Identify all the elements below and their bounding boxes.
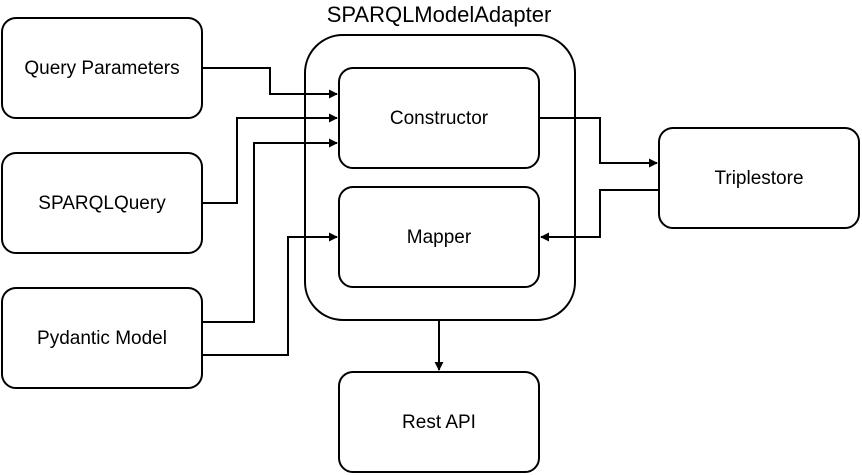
triplestore-box <box>658 127 860 229</box>
constructor-node: Constructor <box>338 67 540 169</box>
pydantic-model-label: Pydantic Model <box>37 328 167 349</box>
constructor-label: Constructor <box>390 108 489 129</box>
edge-pydantic-model-to-constructor <box>202 138 338 323</box>
edge-pydantic-model-to-mapper <box>202 232 338 356</box>
pydantic-model-node: Pydantic Model <box>1 287 203 389</box>
query-parameters-label: Query Parameters <box>24 58 179 79</box>
connectors <box>202 67 659 371</box>
rest-api-box <box>338 371 540 473</box>
mapper-node: Mapper <box>338 186 540 288</box>
triplestore-label: Triplestore <box>714 168 803 189</box>
sparql-model-adapter-title: SPARQLModelAdapter <box>327 2 552 27</box>
rest-api-label: Rest API <box>402 412 476 433</box>
mapper-label: Mapper <box>407 227 472 248</box>
query-parameters-node: Query Parameters <box>1 17 203 119</box>
edge-constructor-to-triplestore <box>539 117 658 168</box>
mapper-box <box>338 186 540 288</box>
edge-sparql-query-to-constructor <box>202 113 338 204</box>
sparql-query-node: SPARQLQuery <box>1 152 203 254</box>
rest-api-node: Rest API <box>338 371 540 473</box>
edge-query-parameters-to-constructor <box>202 67 338 99</box>
edge-triplestore-to-mapper <box>540 189 659 242</box>
pydantic-model-box <box>1 287 203 389</box>
sparql-query-label: SPARQLQuery <box>38 193 166 214</box>
triplestore-node: Triplestore <box>658 127 860 229</box>
